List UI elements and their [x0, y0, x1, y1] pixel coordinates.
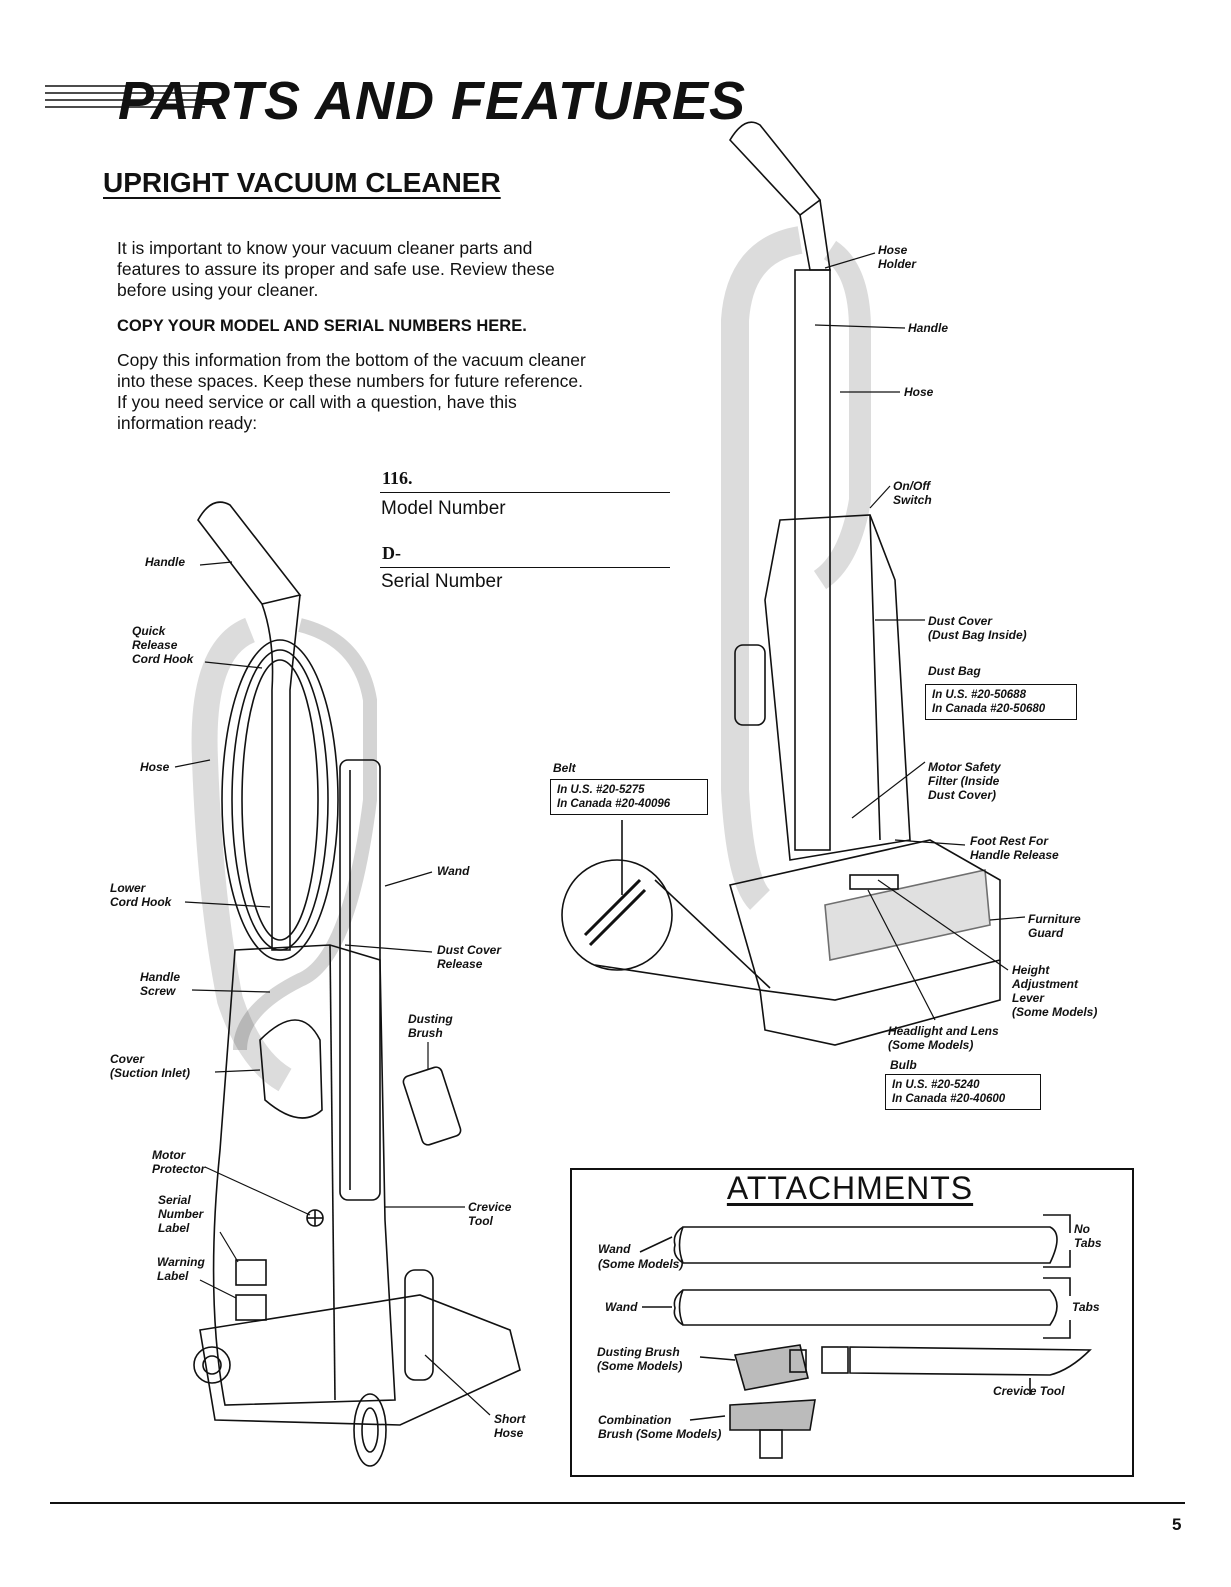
label-cover-suction-inlet: Cover (Suction Inlet) [110, 1052, 190, 1080]
attach-label-wand-1-note: (Some Models) [598, 1257, 683, 1271]
attach-label-crevice-tool: Crevice Tool [993, 1384, 1065, 1398]
belt-part-box: In U.S. #20-5275 In Canada #20-40096 [550, 779, 708, 815]
section-subtitle: UPRIGHT VACUUM CLEANER [103, 167, 501, 199]
page-title: PARTS AND FEATURES [118, 70, 746, 132]
copy-heading: COPY YOUR MODEL AND SERIAL NUMBERS HERE. [117, 317, 527, 336]
dust-bag-canada-part: In Canada #20-50680 [932, 702, 1070, 716]
label-dust-cover-release: Dust Cover Release [437, 943, 501, 971]
right-vacuum-illustration [730, 122, 1000, 1045]
page-number: 5 [1172, 1515, 1181, 1535]
label-lower-cord-hook: Lower Cord Hook [110, 881, 171, 909]
bulb-canada-part: In Canada #20-40600 [892, 1092, 1034, 1106]
label-dust-bag: Dust Bag [928, 664, 981, 678]
serial-number-prefix: D- [382, 543, 401, 564]
belt-canada-part: In Canada #20-40096 [557, 797, 701, 811]
bulb-us-part: In U.S. #20-5240 [892, 1078, 1034, 1092]
label-serial-number-label: Serial Number Label [158, 1193, 203, 1235]
label-dust-cover: Dust Cover (Dust Bag Inside) [928, 614, 1027, 642]
belt-us-part: In U.S. #20-5275 [557, 783, 701, 797]
label-short-hose: Short Hose [494, 1412, 525, 1440]
model-number-line [380, 492, 670, 493]
label-headlight-and-lens: Headlight and Lens (Some Models) [888, 1024, 999, 1052]
bulb-part-box: In U.S. #20-5240 In Canada #20-40600 [885, 1074, 1041, 1110]
label-dusting-brush-left: Dusting Brush [408, 1012, 453, 1040]
label-handle-left: Handle [145, 555, 185, 569]
label-belt: Belt [553, 761, 576, 775]
label-crevice-tool-left: Crevice Tool [468, 1200, 511, 1228]
label-hose-right: Hose [904, 385, 933, 399]
label-motor-protector: Motor Protector [152, 1148, 205, 1176]
attachments-title: ATTACHMENTS [570, 1170, 1130, 1207]
attach-label-combination-brush: Combination Brush (Some Models) [598, 1413, 721, 1441]
label-bulb: Bulb [890, 1058, 917, 1072]
left-vacuum-illustration [194, 502, 520, 1466]
serial-number-label: Serial Number [381, 571, 502, 593]
label-height-adjustment-lever: Height Adjustment Lever (Some Models) [1012, 963, 1097, 1019]
label-foot-rest: Foot Rest For Handle Release [970, 834, 1059, 862]
serial-number-line [380, 567, 670, 568]
model-number-label: Model Number [381, 498, 506, 520]
label-motor-safety-filter: Motor Safety Filter (Inside Dust Cover) [928, 760, 1001, 802]
attach-label-tabs: Tabs [1072, 1300, 1100, 1314]
attach-label-wand-1: Wand [598, 1242, 630, 1256]
intro-paragraph: It is important to know your vacuum clea… [117, 238, 587, 301]
copy-instructions: Copy this information from the bottom of… [117, 350, 587, 434]
attach-label-dusting-brush: Dusting Brush (Some Models) [597, 1345, 682, 1373]
label-warning-label: Warning Label [157, 1255, 205, 1283]
label-wand-left: Wand [437, 864, 469, 878]
label-onoff-switch: On/Off Switch [893, 479, 932, 507]
dust-bag-part-box: In U.S. #20-50688 In Canada #20-50680 [925, 684, 1077, 720]
label-handle-screw: Handle Screw [140, 970, 180, 998]
label-hose-left: Hose [140, 760, 169, 774]
attach-label-no-tabs: No Tabs [1074, 1222, 1102, 1250]
attach-label-wand-2: Wand [605, 1300, 637, 1314]
model-number-prefix: 116. [382, 468, 413, 489]
footer-rule [50, 1502, 1185, 1504]
label-quick-release-cord-hook: Quick Release Cord Hook [132, 624, 193, 666]
label-handle-right: Handle [908, 321, 948, 335]
dust-bag-us-part: In U.S. #20-50688 [932, 688, 1070, 702]
label-furniture-guard: Furniture Guard [1028, 912, 1081, 940]
label-hose-holder: Hose Holder [878, 243, 916, 271]
